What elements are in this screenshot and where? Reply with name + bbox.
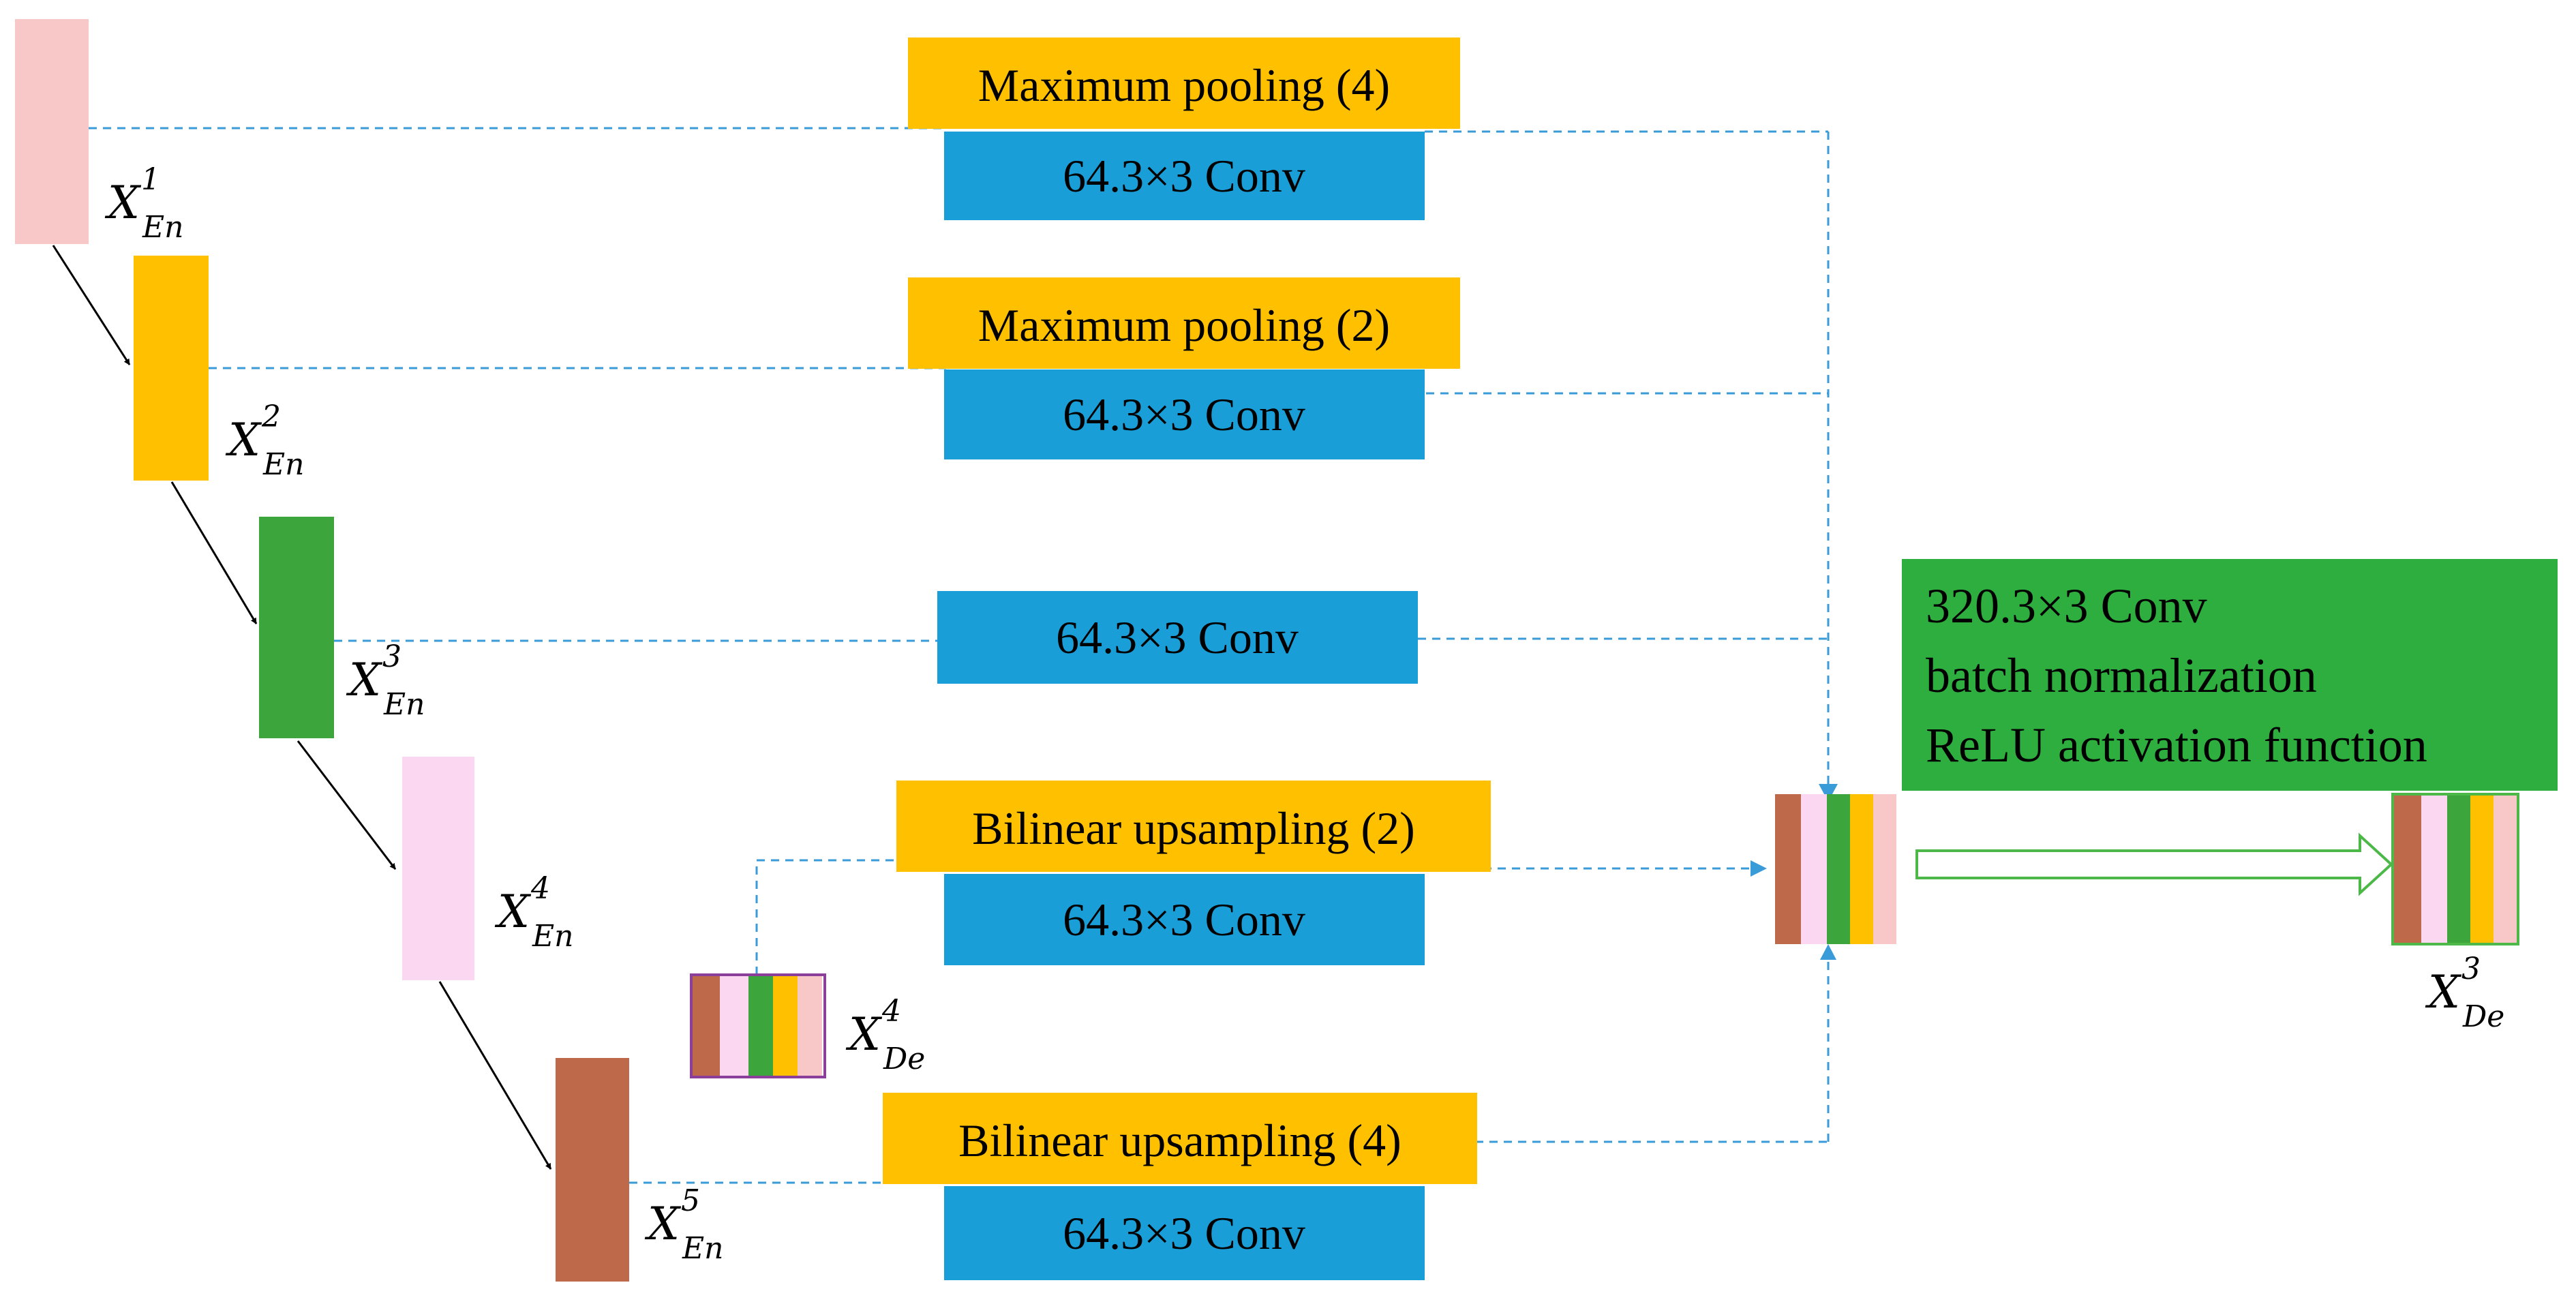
op-maxpool4-label: Maximum pooling (4) [978, 59, 1390, 111]
op-maxpool2: Maximum pooling (2) [908, 277, 1460, 369]
skip-connection-lines [89, 127, 1830, 1184]
decoder-4-border [690, 973, 826, 1078]
op-conv4-label: 64.3×3 Conv [1063, 894, 1305, 945]
op-conv3: 64.3×3 Conv [937, 591, 1418, 684]
op-conv1-label: 64.3×3 Conv [1063, 150, 1305, 202]
encoder-arrows [52, 245, 552, 1170]
summary-box: 320.3×3 Conv batch normalization ReLU ac… [1902, 559, 2558, 791]
encoder-block-2 [134, 256, 209, 481]
arrow-en3-en4 [297, 740, 397, 870]
arrowhead-down [1819, 784, 1838, 802]
op-bilinear4-label: Bilinear upsampling (4) [958, 1115, 1401, 1166]
arrow-en2-en3 [170, 481, 258, 624]
decoder-3-output-stack [2391, 793, 2519, 945]
hollow-arrow [1915, 832, 2393, 896]
op-conv1: 64.3×3 Conv [944, 132, 1425, 220]
encoder-block-5 [556, 1058, 629, 1282]
op-conv4: 64.3×3 Conv [944, 874, 1425, 965]
arrow-en1-en2 [52, 245, 131, 365]
summary-line-1: 320.3×3 Conv [1926, 579, 2207, 633]
encoder-block-3 [259, 517, 334, 738]
op-bilinear4: Bilinear upsampling (4) [883, 1093, 1477, 1184]
op-maxpool2-label: Maximum pooling (2) [978, 299, 1390, 351]
op-bilinear2-label: Bilinear upsampling (2) [972, 802, 1415, 854]
arrowhead-right [1751, 860, 1767, 877]
op-conv5-label: 64.3×3 Conv [1063, 1207, 1305, 1259]
op-conv5: 64.3×3 Conv [944, 1186, 1425, 1280]
arrow-en4-en5 [438, 981, 552, 1170]
decoder-4-feature-stack [690, 973, 826, 1078]
op-bilinear2: Bilinear upsampling (2) [896, 781, 1491, 872]
concat-feature-stack [1775, 794, 1896, 944]
summary-line-3: ReLU activation function [1926, 718, 2427, 772]
op-conv2-label: 64.3×3 Conv [1063, 389, 1305, 440]
op-conv3-label: 64.3×3 Conv [1056, 611, 1299, 663]
summary-line-2: batch normalization [1926, 648, 2317, 703]
encoder-block-4 [402, 757, 474, 980]
encoder-block-1 [15, 19, 89, 244]
skip-line-de4 [755, 859, 898, 975]
arrowhead-up [1820, 944, 1836, 960]
op-conv2: 64.3×3 Conv [944, 369, 1425, 459]
skip-arrowheads [1751, 784, 1838, 960]
decoder-3-border [2391, 793, 2519, 945]
op-maxpool4: Maximum pooling (4) [908, 37, 1460, 129]
